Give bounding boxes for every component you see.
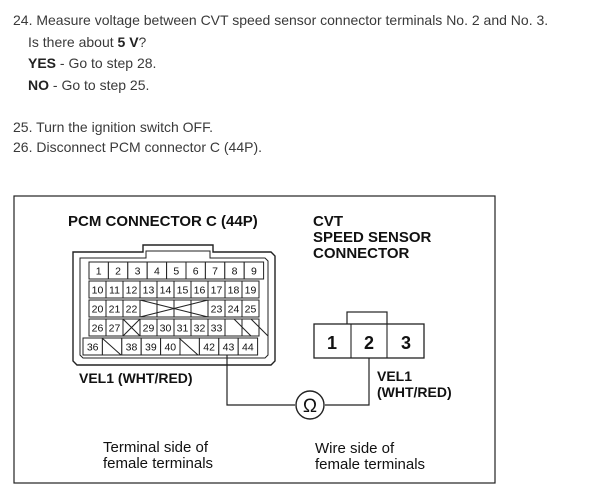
pcm-pin-label: 44 (242, 342, 254, 354)
pcm-pin-label: 9 (251, 266, 257, 278)
pcm-pin-cell (173, 299, 192, 318)
cvt-connector-body (313, 323, 425, 359)
pcm-pin-label: 17 (211, 285, 223, 297)
voltage-value: 5 V (117, 34, 139, 50)
pcm-pin-label: 5 (173, 266, 179, 278)
pcm-pin-label: 16 (194, 285, 206, 297)
pcm-blank-pin-mark (233, 318, 269, 337)
pcm-pin-label: 14 (160, 285, 172, 297)
yes-branch: YES - Go to step 28. (28, 54, 156, 72)
ohm-icon: Ω (303, 396, 317, 417)
pcm-blank-pin-mark (101, 337, 122, 356)
pcm-pin-cell (224, 318, 243, 337)
ohmmeter-symbol (295, 390, 325, 420)
pcm-pin-cell (243, 261, 265, 280)
pcm-blank-pin-mark (178, 337, 199, 356)
pcm-pin-label: 31 (177, 323, 189, 335)
pcm-pin-label: 33 (211, 323, 223, 335)
cvt-title-line2: SPEED SENSOR (313, 229, 432, 246)
pcm-pin-label: 25 (245, 304, 257, 316)
no-branch: NO - Go to step 25. (28, 76, 149, 94)
pcm-pin-label: 8 (232, 266, 238, 278)
connector-diagram: PCM CONNECTOR C (44P) CVT SPEED SENSOR C… (13, 195, 496, 484)
pcm-pin-cell (237, 337, 259, 356)
step-25-text: 25. Turn the ignition switch OFF. (13, 119, 213, 135)
pcm-pin-label: 11 (109, 285, 120, 297)
cvt-pin-1: 1 (327, 333, 337, 353)
pcm-pin-label: 24 (228, 304, 240, 316)
pcm-pin-label: 40 (164, 342, 176, 354)
pcm-pin-label: 2 (115, 266, 121, 278)
pcm-pin-label: 26 (92, 323, 104, 335)
yes-text: - Go to step 28. (56, 55, 157, 71)
step-26-text: 26. Disconnect PCM connector C (44P). (13, 139, 262, 155)
pcm-connector-title: PCM CONNECTOR C (44P) (68, 213, 258, 230)
cvt-title-line1: CVT (313, 213, 343, 230)
wire-label-left: VEL1 (WHT/RED) (79, 370, 193, 386)
meter-circuit: Ω (226, 355, 370, 420)
pcm-pin-label: 36 (87, 342, 99, 354)
question-suffix: ? (138, 34, 147, 50)
pcm-pin-label: 15 (177, 285, 189, 297)
pcm-pin-label: 10 (92, 285, 104, 297)
pcm-blank-pin-mark (139, 299, 209, 318)
cvt-connector: 1 2 3 (313, 311, 425, 359)
cvt-note-line1: Wire side of (315, 440, 395, 457)
pcm-pin-label: 13 (143, 285, 155, 297)
pcm-blank-pin-mark (122, 318, 141, 337)
pcm-pin-label: 12 (126, 285, 138, 297)
wire-label-right-line2: (WHT/RED) (377, 384, 452, 400)
pcm-pin-cell (241, 299, 260, 318)
pcm-connector-inner-wall (79, 250, 269, 359)
pcm-pin-label: 18 (228, 285, 240, 297)
pcm-pin-label: 22 (126, 304, 138, 316)
pcm-pin-label: 3 (135, 266, 141, 278)
pcm-pin-label: 23 (211, 304, 223, 316)
yes-label: YES (28, 55, 57, 71)
pcm-pin-cell (179, 337, 200, 356)
wire-right (325, 358, 370, 406)
pcm-pin-label: 30 (160, 323, 172, 335)
pcm-pin-cell (241, 318, 260, 337)
step-24-question: Is there about 5 V? (28, 33, 146, 51)
pcm-connector-housing (72, 244, 276, 366)
pcm-pin-label: 29 (143, 323, 155, 335)
pcm-pin-label: 20 (92, 304, 104, 316)
cvt-note-line2: female terminals (315, 456, 425, 473)
pcm-pin-label: 7 (212, 266, 218, 278)
question-prefix: Is there about (28, 34, 118, 50)
pcm-pin-cell (156, 299, 175, 318)
pcm-pin-label: 32 (194, 323, 206, 335)
pcm-note-line2: female terminals (103, 455, 213, 472)
wire-label-right-line1: VEL1 (377, 368, 412, 384)
cvt-title-line3: CONNECTOR (313, 245, 410, 262)
pcm-pin-label: 19 (245, 285, 257, 297)
pcm-pin-cell (241, 280, 260, 299)
wire-left (226, 355, 295, 406)
step-24-text: 24. Measure voltage between CVT speed se… (13, 12, 549, 28)
pcm-pin-label: 43 (223, 342, 235, 354)
pcm-pin-label: 27 (109, 323, 121, 335)
pcm-pin-label: 4 (154, 266, 160, 278)
pcm-pin-label: 6 (193, 266, 199, 278)
no-label: NO (28, 77, 49, 93)
pcm-pin-label: 42 (203, 342, 215, 354)
no-text: - Go to step 25. (49, 77, 150, 93)
cvt-pin-3: 3 (401, 333, 411, 353)
pcm-pin-label: 1 (96, 266, 102, 278)
pcm-pin-label: 38 (126, 342, 138, 354)
cvt-pin-2: 2 (364, 333, 374, 353)
pcm-pin-label: 21 (109, 304, 121, 316)
pcm-pin-label: 39 (145, 342, 157, 354)
pcm-note-line1: Terminal side of (103, 439, 209, 456)
